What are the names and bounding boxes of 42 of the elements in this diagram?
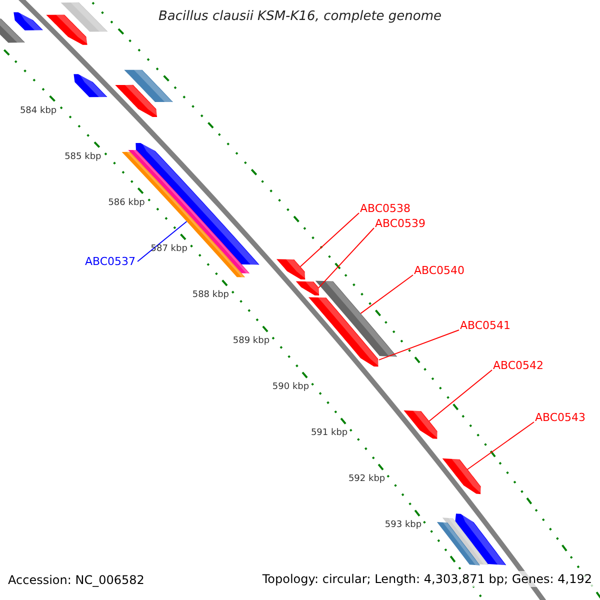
leader-line <box>428 370 492 422</box>
scale-label: 592 kbp <box>348 474 386 484</box>
gene-block <box>315 280 398 357</box>
leader-line <box>137 221 188 262</box>
scale-label: 589 kbp <box>232 336 270 346</box>
gene-feature <box>308 297 382 367</box>
gene-label: ABC0542 <box>493 359 544 372</box>
gene-block <box>60 2 108 32</box>
scale-label: 584 kbp <box>20 106 57 116</box>
gene-block <box>0 18 25 43</box>
gene-block <box>442 518 489 565</box>
leader-line <box>318 228 374 288</box>
gene-block <box>436 522 480 566</box>
gene-label: ABC0543 <box>535 411 586 424</box>
gene-label: ABC0538 <box>360 202 411 215</box>
scale-label: 590 kbp <box>272 382 310 392</box>
gene-feature <box>14 12 43 30</box>
gene-feature <box>404 410 440 440</box>
gene-feature <box>276 259 308 280</box>
scale-label: 593 kbp <box>384 520 422 530</box>
gene-feature <box>455 514 506 566</box>
gene-block <box>124 70 174 102</box>
gene-label: ABC0540 <box>414 264 465 277</box>
scale-label: 588 kbp <box>192 290 230 300</box>
gene-feature <box>296 281 322 296</box>
scale-label: 585 kbp <box>64 152 102 162</box>
leader-line <box>467 422 534 470</box>
title: Bacillus clausii KSM-K16, complete genome <box>157 9 443 24</box>
gene-feature <box>442 458 484 494</box>
gene-label: ABC0541 <box>460 319 511 332</box>
accession-text: Accession: NC_006582 <box>8 573 144 587</box>
gene-label: ABC0539 <box>375 217 426 230</box>
gene-feature <box>115 84 160 118</box>
genome-summary: Topology: circular; Length: 4,303,871 bp; Genes: 4,192 <box>260 571 594 587</box>
scale-label: 591 kbp <box>310 428 348 438</box>
gene-label: ABC0537 <box>85 255 136 268</box>
leader-line <box>360 274 414 314</box>
gene-feature <box>74 74 108 98</box>
leader-line <box>378 330 460 360</box>
leader-line <box>300 212 360 268</box>
scale-label: 586 kbp <box>108 198 145 208</box>
scale-label: 587 kbp <box>150 244 188 254</box>
